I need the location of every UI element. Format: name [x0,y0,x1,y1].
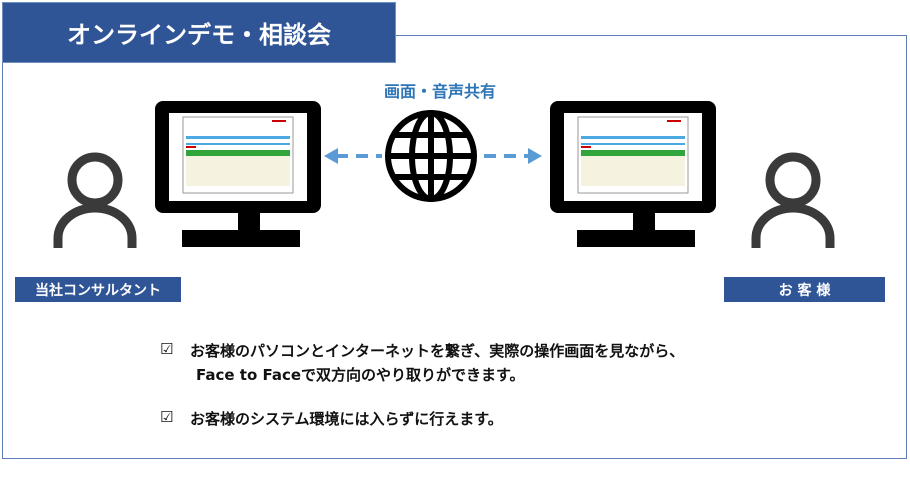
consultant-label: 当社コンサルタント [15,277,181,302]
checkbox-icon: ☑ [160,340,174,358]
person-icon-right [751,152,835,248]
globe-icon [385,110,477,202]
checkbox-icon: ☑ [160,408,174,426]
arrow-right-icon [484,148,542,164]
share-label: 画面・音声共有 [383,82,496,101]
customer-label: お 客 様 [724,277,885,302]
content-frame [2,35,907,459]
person-icon-left [53,152,137,248]
page-title: オンラインデモ・相談会 [2,2,396,63]
bullet-1-line-1: お客様のパソコンとインターネットを繋ぎ、実際の操作画面を見ながら、 [190,342,685,360]
monitor-icon-left [155,101,321,247]
arrow-left-icon [324,148,382,164]
bullet-2-line-1: お客様のシステム環境には入らずに行えます。 [190,410,503,428]
monitor-icon-right [550,101,716,247]
bullet-1-line-2: Face to Faceで双方向のやり取りができます。 [196,366,525,384]
